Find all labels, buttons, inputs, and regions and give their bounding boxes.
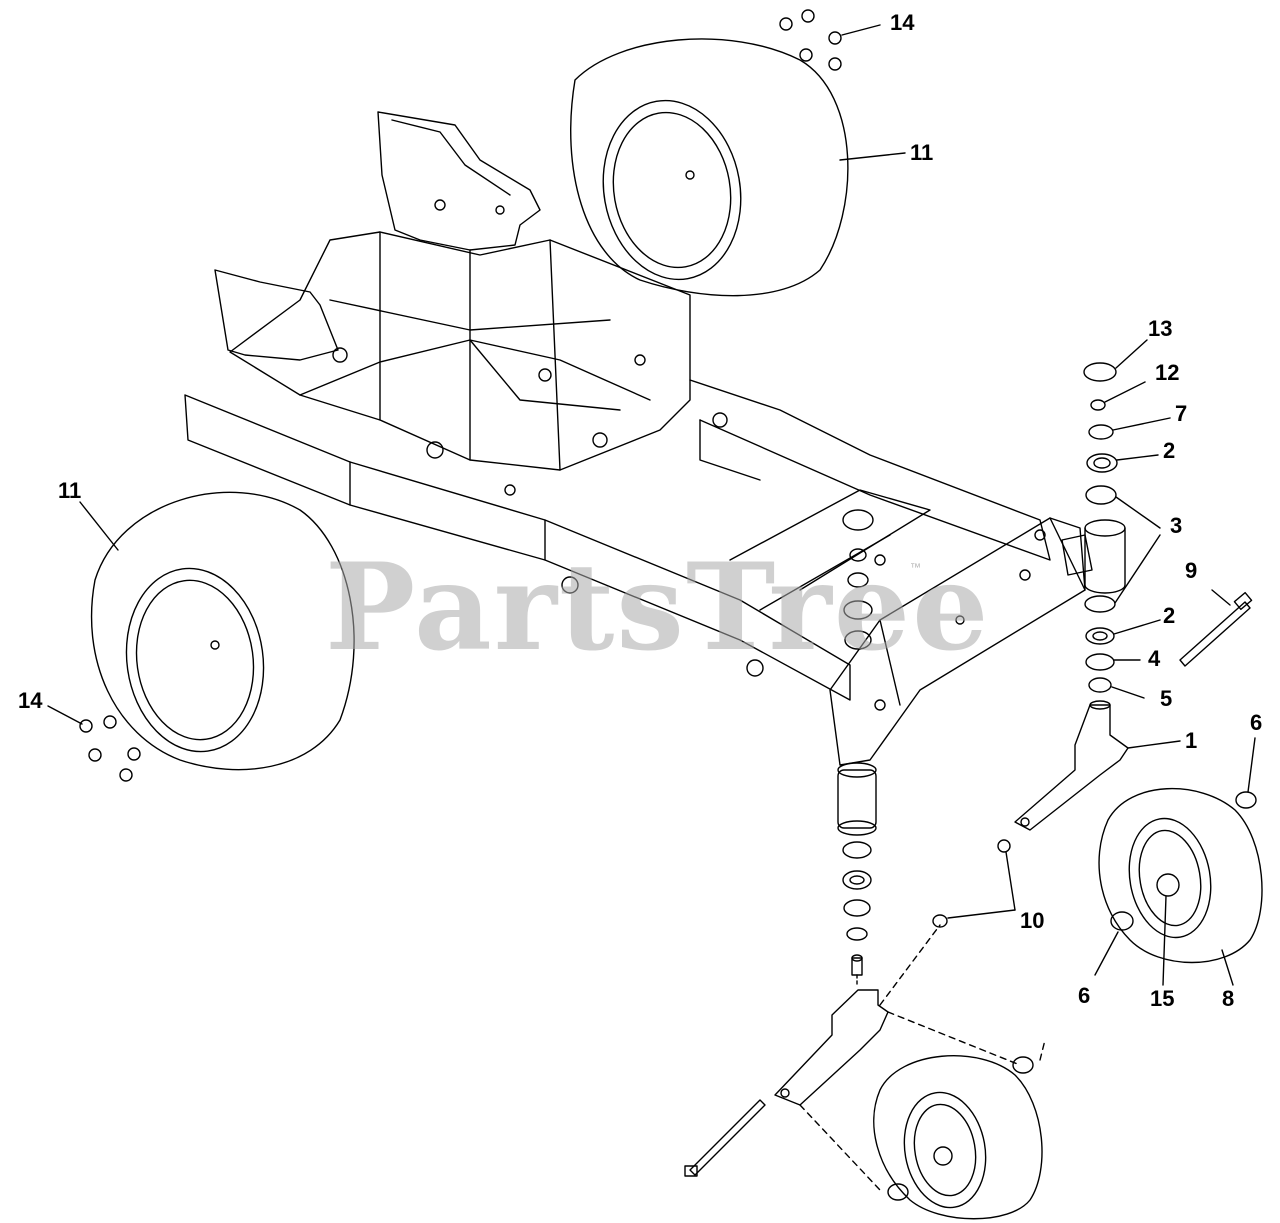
front-wheel-right bbox=[1094, 737, 1263, 986]
rear-tire-top bbox=[570, 9, 906, 297]
callout-4[interactable]: 4 bbox=[1148, 646, 1161, 671]
callout-6-bottom[interactable]: 6 bbox=[1078, 983, 1091, 1008]
rear-tire-left bbox=[47, 491, 355, 782]
callout-2-lower[interactable]: 2 bbox=[1163, 603, 1176, 628]
callout-10[interactable]: 10 bbox=[1020, 908, 1045, 933]
front-wheel-left bbox=[873, 1055, 1043, 1220]
callout-11-top[interactable]: 11 bbox=[910, 140, 934, 165]
left-spindle-stack bbox=[684, 839, 1046, 1191]
callout-11-left[interactable]: 11 bbox=[58, 478, 82, 503]
frame-assembly bbox=[184, 111, 1093, 836]
trademark-symbol: ™ bbox=[910, 562, 921, 574]
callout-2-upper[interactable]: 2 bbox=[1163, 438, 1176, 463]
callout-5[interactable]: 5 bbox=[1160, 686, 1173, 711]
callout-1[interactable]: 1 bbox=[1185, 728, 1198, 753]
callout-12[interactable]: 12 bbox=[1155, 360, 1180, 385]
callout-9[interactable]: 9 bbox=[1185, 558, 1198, 583]
callout-6-right[interactable]: 6 bbox=[1250, 710, 1263, 735]
callout-14-left[interactable]: 14 bbox=[18, 688, 43, 713]
callout-7[interactable]: 7 bbox=[1175, 401, 1188, 426]
callout-15[interactable]: 15 bbox=[1150, 986, 1175, 1011]
right-spindle-stack bbox=[1014, 339, 1253, 831]
callout-14-top[interactable]: 14 bbox=[890, 10, 915, 35]
callout-13[interactable]: 13 bbox=[1148, 316, 1173, 341]
callout-3[interactable]: 3 bbox=[1170, 513, 1183, 538]
callout-8[interactable]: 8 bbox=[1222, 986, 1235, 1011]
